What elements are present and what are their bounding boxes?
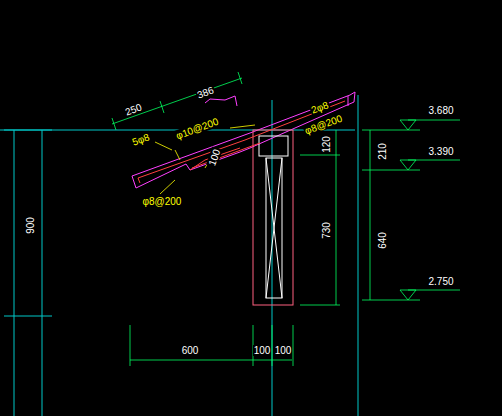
dimension-label: φ8@200	[142, 196, 183, 207]
dimension-label: 100	[206, 146, 223, 167]
dimension-label: 100	[253, 345, 272, 356]
dimension-label: 900	[25, 216, 36, 235]
dimension-label: 2φ8	[309, 98, 331, 115]
dimension-label: 250	[122, 101, 143, 118]
dimension-label: 600	[181, 345, 200, 356]
dimension-label: 386	[194, 84, 215, 101]
dimension-label: 640	[377, 231, 388, 250]
dimension-label: 120	[321, 135, 332, 154]
dimension-label: 3.390	[427, 146, 454, 157]
dimension-label: 100	[274, 345, 293, 356]
dimension-label: 5φ8	[130, 130, 152, 147]
dimension-label: 2.750	[427, 276, 454, 287]
dimension-label: 210	[377, 142, 388, 161]
dimension-label: 730	[321, 221, 332, 240]
dimension-label: φ10@200	[173, 115, 220, 141]
dimension-label: 3.680	[427, 105, 454, 116]
